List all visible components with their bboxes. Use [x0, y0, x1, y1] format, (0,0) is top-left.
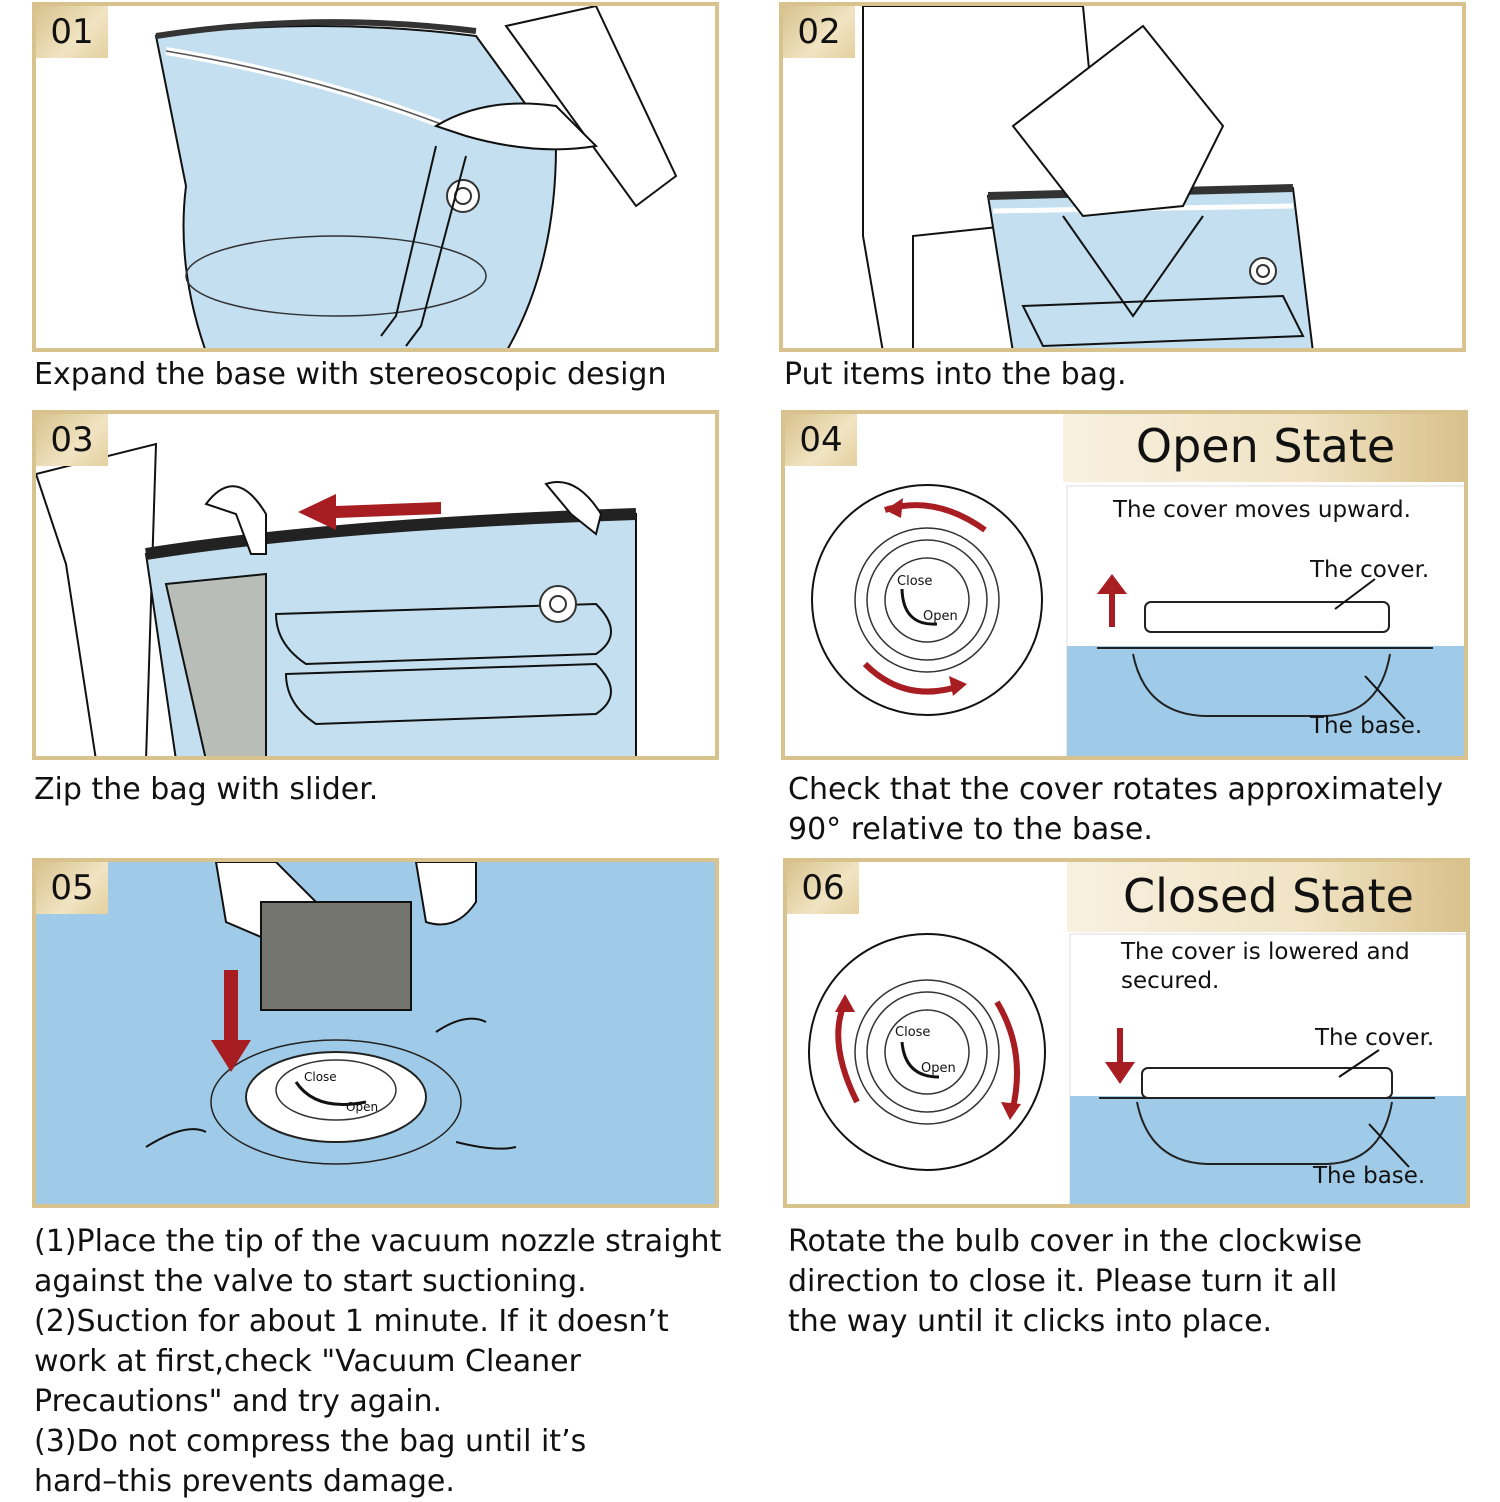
step-caption-01: Expand the base with stereoscopic design	[34, 357, 667, 392]
valve-icon	[446, 179, 480, 213]
step-number: 04	[785, 414, 857, 466]
arrow-up-icon	[1097, 574, 1127, 627]
valve-open-label: Open	[923, 609, 958, 624]
step-panel-06: 06 Closed State Close Open The cover is …	[783, 858, 1470, 1208]
step-panel-03: 03	[32, 410, 719, 760]
closed-state-title: Closed State	[1123, 869, 1414, 923]
put-items-illustration	[862, 6, 1314, 348]
step-caption-02: Put items into the bag.	[784, 357, 1127, 392]
open-cover-label: The cover.	[1310, 557, 1430, 583]
arrow-left-icon	[298, 494, 441, 530]
arrow-down-icon	[211, 970, 251, 1072]
state-title-band	[1067, 862, 1466, 932]
open-state-illustration	[811, 484, 1464, 756]
open-state-description: The cover moves upward.	[1113, 497, 1411, 523]
valve-close-label: Close	[304, 1070, 337, 1084]
valve-close-label: Close	[895, 1025, 931, 1040]
valve-close-label: Close	[897, 574, 933, 589]
state-title-band	[1063, 414, 1464, 482]
step-number: 03	[36, 414, 108, 466]
step-number: 01	[36, 6, 108, 58]
step-caption-03: Zip the bag with slider.	[34, 772, 379, 807]
step-panel-05: 05 Close Open	[32, 858, 719, 1208]
arrow-down-icon	[1105, 1028, 1135, 1084]
closed-state-illustration	[808, 933, 1466, 1204]
step-caption-04: Check that the cover rotates approximate…	[788, 772, 1444, 847]
valve-icon	[539, 585, 577, 623]
step-panel-04: 04 Open State Close Open The cover moves…	[781, 410, 1468, 760]
closed-state-description: The cover is lowered and secured.	[1121, 939, 1410, 994]
valve-open-label: Open	[346, 1100, 379, 1114]
step-panel-01: 01	[32, 2, 719, 352]
vacuum-nozzle-illustration	[145, 862, 517, 1165]
step-number: 06	[787, 862, 859, 914]
zip-bag-illustration	[36, 442, 637, 756]
valve-icon	[1249, 257, 1277, 285]
step-number: 02	[783, 6, 855, 58]
valve-open-label: Open	[921, 1061, 956, 1076]
open-base-label: The base.	[1310, 713, 1423, 739]
closed-cover-label: The cover.	[1315, 1025, 1435, 1051]
step-number: 05	[36, 862, 108, 914]
step-caption-06: Rotate the bulb cover in the clockwise d…	[788, 1224, 1363, 1339]
step-caption-05: (1)Place the tip of the vacuum nozzle st…	[34, 1224, 722, 1499]
closed-base-label: The base.	[1313, 1163, 1426, 1189]
bag-expand-illustration	[154, 6, 678, 348]
open-state-title: Open State	[1135, 419, 1396, 473]
step-panel-02: 02	[779, 2, 1466, 352]
